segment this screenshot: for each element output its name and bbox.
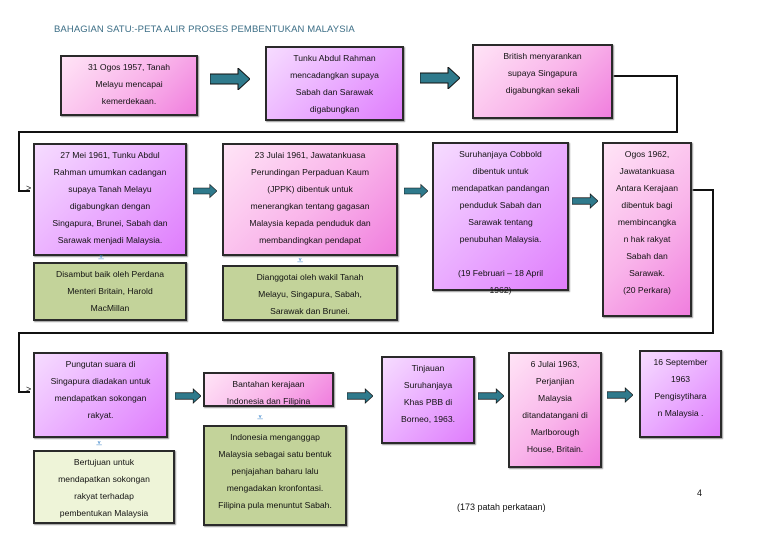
right-arrow-icon [404, 183, 428, 199]
connector-line [18, 190, 30, 192]
down-arrow-icon: ⩡ [257, 412, 264, 424]
flow-box: 31 Ogos 1957, Tanah Melayu mencapai keme… [60, 55, 198, 116]
connector-line [18, 391, 30, 393]
flow-box: Pungutan suara di Singapura diadakan unt… [33, 352, 168, 438]
right-arrow-icon [478, 388, 504, 404]
right-arrow-icon [210, 68, 250, 90]
connector-line [612, 75, 677, 77]
connector-line [18, 131, 20, 191]
connector-line [18, 332, 714, 334]
flow-box: British menyarankan supaya Singapura dig… [472, 44, 613, 119]
flow-box: 27 Mei 1961, Tunku Abdul Rahman umumkan … [33, 143, 187, 256]
down-arrow-icon: ⩡ [96, 438, 103, 450]
right-arrow-icon [420, 67, 460, 89]
flow-box: 16 September 1963 Pengisytihara n Malays… [639, 350, 722, 438]
flow-box: Ogos 1962, Jawatankuasa Antara Kerajaan … [602, 142, 692, 317]
right-arrow-icon [572, 193, 598, 209]
flow-box: Tinjauan Suruhanjaya Khas PBB di Borneo,… [381, 356, 475, 444]
page-number: 4 [697, 488, 703, 498]
down-arrow-icon: ⩡ [98, 252, 105, 264]
arrowhead-icon: > [26, 183, 32, 193]
flow-box: 23 Julai 1961, Jawatankuasa Perundingan … [222, 143, 398, 256]
flow-box: 6 Julai 1963, Perjanjian Malaysia ditand… [508, 352, 602, 468]
connector-line [691, 189, 713, 191]
flow-box: Suruhanjaya Cobbold dibentuk untuk menda… [432, 142, 569, 295]
connector-line [18, 332, 20, 392]
right-arrow-icon [607, 387, 633, 403]
word-count: (173 patah perkataan) [457, 502, 546, 512]
flow-box: Bantahan kerajaan Indonesia dan Filipina [203, 372, 334, 407]
note-box: Dianggotai oleh wakil Tanah Melayu, Sing… [222, 265, 398, 321]
flow-box: Tunku Abdul Rahman mencadangkan supaya S… [265, 46, 404, 121]
connector-line [18, 131, 678, 133]
note-box: Bertujuan untuk mendapatkan sokongan rak… [33, 450, 175, 524]
down-arrow-icon: ⩡ [297, 255, 304, 267]
right-arrow-icon [193, 183, 217, 199]
right-arrow-icon [347, 388, 373, 404]
note-box: Disambut baik oleh Perdana Menteri Brita… [33, 262, 187, 321]
note-box: Indonesia menganggap Malaysia sebagai sa… [203, 425, 347, 526]
connector-line [676, 75, 678, 132]
right-arrow-icon [175, 388, 201, 404]
arrowhead-icon: > [26, 384, 32, 394]
page-title: BAHAGIAN SATU:-PETA ALIR PROSES PEMBENTU… [54, 24, 355, 35]
connector-line [712, 189, 714, 333]
